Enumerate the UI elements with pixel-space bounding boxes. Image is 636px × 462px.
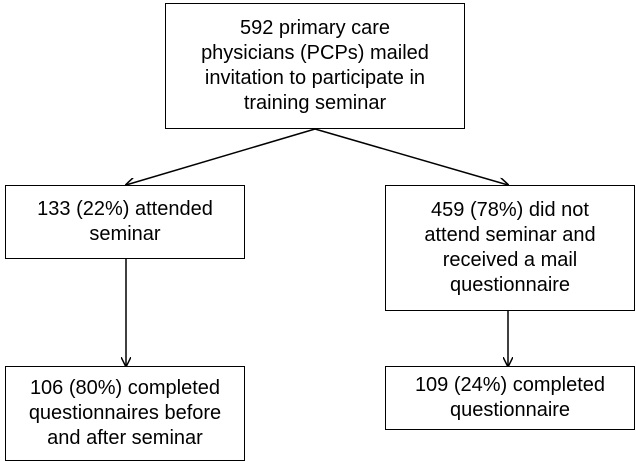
node-attended-completed: 106 (80%) completed questionnaires befor… — [5, 366, 245, 461]
node-text-line: 592 primary care — [239, 17, 391, 39]
node-text-line: questionnaire — [449, 274, 571, 296]
node-text-line: training seminar — [243, 92, 387, 114]
arrow-invited-to-not-attended — [314, 128, 508, 185]
node-text-line: questionnaire — [449, 399, 571, 421]
node-attended-seminar: 133 (22%) attended seminar — [5, 185, 245, 259]
node-text-line: 106 (80%) completed — [29, 377, 221, 399]
node-text-line: attend seminar and — [424, 224, 596, 246]
node-pcps-invited: 592 primary care physicians (PCPs) maile… — [165, 3, 465, 129]
node-text-line: 109 (24%) completed — [414, 374, 606, 396]
arrow-invited-to-attended — [126, 128, 316, 185]
node-text-line: 133 (22%) attended — [37, 198, 213, 220]
node-text-line: seminar — [89, 223, 161, 245]
node-did-not-attend: 459 (78%) did not attend seminar and rec… — [385, 185, 635, 311]
node-text-line: received a mail — [442, 249, 578, 271]
node-text-line: invitation to participate in — [204, 67, 426, 89]
node-text-line: physicians (PCPs) mailed — [201, 42, 429, 64]
node-text-line: 459 (78%) did not — [431, 199, 589, 221]
node-text-line: and after seminar — [47, 427, 203, 449]
node-text-line: questionnaires before — [28, 402, 222, 424]
node-mail-completed: 109 (24%) completed questionnaire — [385, 366, 635, 430]
